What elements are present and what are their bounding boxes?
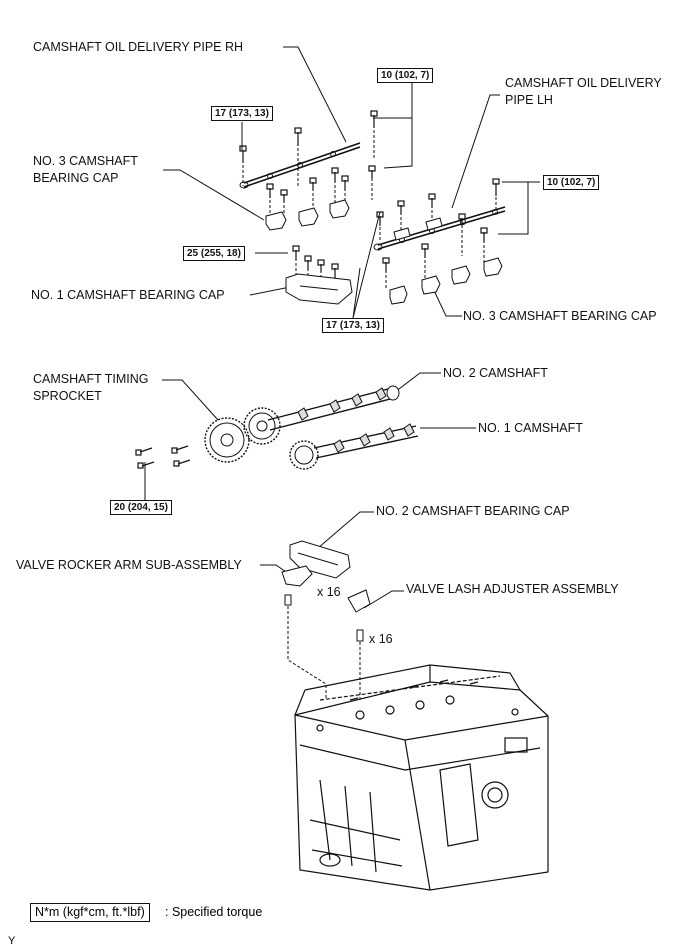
leader-oil-pipe-lh [451,94,500,209]
label-timing-sprocket-line2: SPROCKET [33,389,102,403]
label-lash-qty: x 16 [369,632,393,646]
label-no3-cap-right: NO. 3 CAMSHAFT BEARING CAP [463,309,657,323]
torque-no1-cap: 25 (255, 18) [183,246,245,261]
leader-oil-pipe-rh [283,46,347,143]
leader-no2-cap [317,511,374,549]
leader-torque-pipe-lh [498,181,540,235]
label-timing-sprocket-line1: CAMSHAFT TIMING [33,372,149,386]
label-lash-adjuster: VALVE LASH ADJUSTER ASSEMBLY [406,582,619,596]
leader-torque-17-right [352,211,381,319]
torque-pipe-rh-bolt: 10 (102, 7) [377,68,434,83]
leader-lash [363,590,404,609]
label-oil-pipe-rh: CAMSHAFT OIL DELIVERY PIPE RH [33,40,244,54]
leader-no3-left [163,169,265,221]
label-no1-camshaft: NO. 1 CAMSHAFT [478,421,583,435]
label-no3-cap-left-line1: NO. 3 CAMSHAFT [33,154,138,168]
torque-pipe-lh-bolt: 10 (102, 7) [543,175,600,190]
legend-torque-key: N*m (kgf*cm, ft.*lbf) [30,903,150,922]
label-oil-pipe-lh-line1: CAMSHAFT OIL DELIVERY [505,76,662,90]
label-no2-cap: NO. 2 CAMSHAFT BEARING CAP [376,504,570,518]
label-oil-pipe-lh-line2: PIPE LH [505,93,553,107]
label-no2-camshaft: NO. 2 CAMSHAFT [443,366,548,380]
label-rocker-arm: VALVE ROCKER ARM SUB-ASSEMBLY [16,558,242,572]
figure-id: Y [8,935,16,947]
label-no1-cap: NO. 1 CAMSHAFT BEARING CAP [31,288,225,302]
torque-sprocket: 20 (204, 15) [110,500,172,515]
torque-no3-left: 17 (173, 13) [211,106,273,121]
leader-timing-sprocket [162,379,219,421]
legend-description: : Specified torque [165,905,263,919]
label-rocker-qty: x 16 [317,585,341,599]
leader-no3-right [429,281,462,317]
torque-no3-right: 17 (173, 13) [322,318,384,333]
leader-torque-pipe-rh [373,83,413,169]
label-no3-cap-left-line2: BEARING CAP [33,171,119,185]
leader-no2-camshaft [394,372,441,393]
